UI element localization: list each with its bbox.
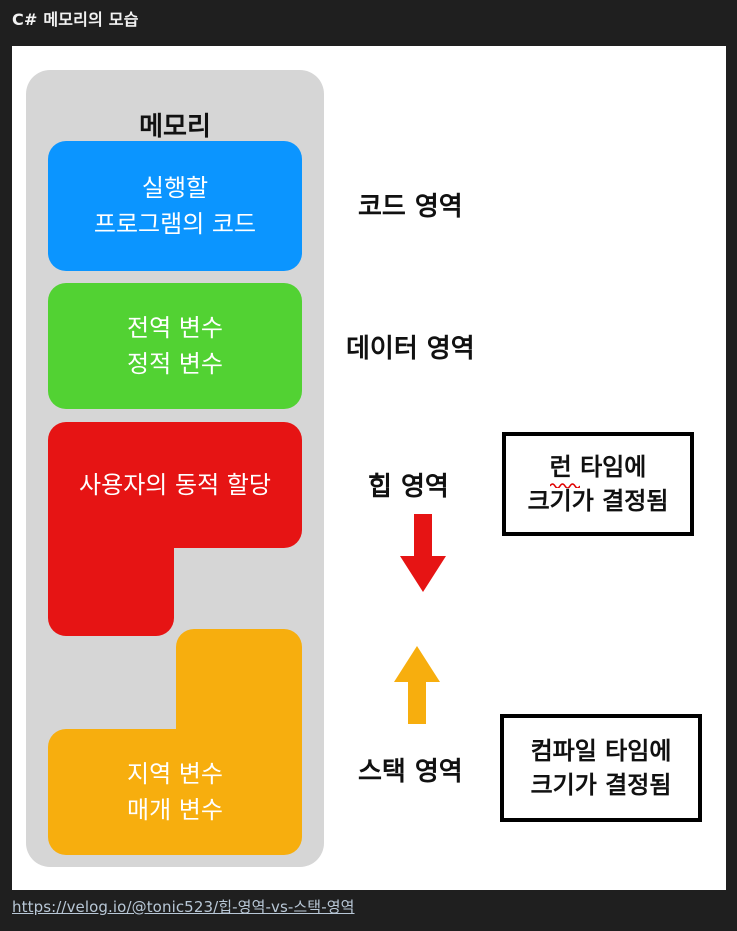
stack-block-line-2: 매개 변수 — [127, 796, 223, 824]
code-region-block: 실행할 프로그램의 코드 — [48, 141, 302, 271]
stack-growth-up-arrow-icon — [394, 646, 440, 724]
runtime-note-line-1: 런 타임에 — [549, 453, 647, 481]
data-region-label: 데이터 영역 — [346, 334, 475, 364]
heap-block-label: 사용자의 동적 할당 — [79, 471, 271, 499]
memory-title: 메모리 — [139, 112, 211, 142]
stack-growth-up-arrow-shape — [394, 646, 440, 724]
heap-region-block — [48, 422, 302, 548]
stack-region-block — [48, 729, 302, 855]
stack-region-extension — [176, 629, 302, 743]
heap-growth-down-arrow-icon — [400, 514, 446, 592]
runtime-note-line-2: 크기가 결정됨 — [527, 487, 669, 515]
heap-region-extension — [48, 530, 174, 636]
data-block-line-1: 전역 변수 — [127, 314, 223, 342]
spellcheck-underline-path — [549, 483, 580, 488]
spellcheck-underline-icon — [549, 483, 580, 488]
code-block-line-2: 프로그램의 코드 — [93, 210, 257, 238]
memory-panel: 메모리 실행할 프로그램의 코드 전역 변수 정적 변수 사용자의 동적 할당 … — [26, 70, 324, 867]
code-region-label: 코드 영역 — [358, 192, 463, 222]
window-title: C# 메모리의 모습 — [12, 10, 139, 29]
compile-time-size-note: 컴파일 타임에 크기가 결정됨 — [500, 714, 702, 822]
runtime-note-line-1-wrapper: 런 타임에 — [549, 450, 647, 488]
heap-growth-down-arrow-shape — [400, 514, 446, 592]
data-block-line-2: 정적 변수 — [127, 350, 223, 378]
diagram-canvas: 메모리 실행할 프로그램의 코드 전역 변수 정적 변수 사용자의 동적 할당 … — [12, 46, 726, 890]
stack-block-label: 지역 변수 매개 변수 — [48, 729, 302, 855]
source-url-link[interactable]: https://velog.io/@tonic523/힙-영역-vs-스택-영역 — [12, 898, 355, 916]
data-region-block: 전역 변수 정적 변수 — [48, 283, 302, 409]
stack-block-line-1: 지역 변수 — [127, 760, 223, 788]
code-block-line-1: 실행할 — [141, 174, 209, 202]
compile-note-line-2: 크기가 결정됨 — [530, 771, 672, 799]
runtime-size-note: 런 타임에 크기가 결정됨 — [502, 432, 694, 536]
compile-note-line-1: 컴파일 타임에 — [530, 737, 672, 765]
heap-region-label: 힙 영역 — [368, 472, 449, 502]
stack-region-label: 스택 영역 — [358, 757, 463, 787]
